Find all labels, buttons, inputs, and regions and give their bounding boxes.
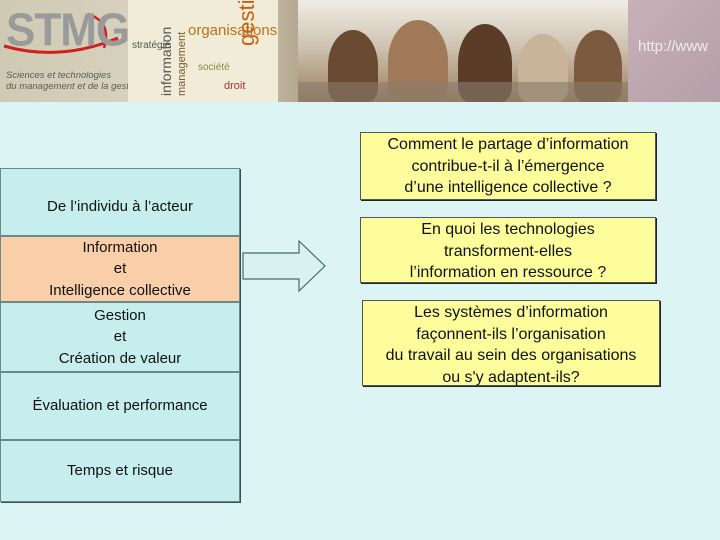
question-line: l’information en ressource ?	[361, 262, 655, 284]
tagline-line-1: Sciences et technologies	[6, 70, 142, 81]
question-line: Comment le partage d’information	[361, 134, 655, 156]
collage-word: stratégie	[132, 40, 170, 51]
collage-word: gestion	[234, 0, 260, 46]
collage-word: droit	[224, 80, 245, 92]
box-label-line: Création de valeur	[59, 348, 182, 370]
question-line: transforment-elles	[361, 241, 655, 263]
box-label-line: Intelligence collective	[49, 280, 191, 302]
question-note-3[interactable]: Les systèmes d’information façonnent-ils…	[362, 300, 660, 386]
tagline: Sciences et technologies du management e…	[6, 70, 142, 92]
logo: STMG	[6, 5, 129, 58]
question-line: du travail au sein des organisations	[363, 345, 659, 367]
question-line: d’une intelligence collective ?	[361, 177, 655, 199]
question-line: ou s'y adaptent-ils?	[363, 367, 659, 389]
box-label: De l’individu à l’acteur	[47, 196, 193, 218]
box-label-line: Gestion	[59, 305, 182, 327]
box-gestion-valeur[interactable]: Gestion et Création de valeur	[0, 302, 240, 372]
box-label-line: Information	[49, 237, 191, 259]
web-url-text: http://www	[638, 38, 708, 55]
question-note-1[interactable]: Comment le partage d’information contrib…	[360, 132, 656, 200]
box-temps-risque[interactable]: Temps et risque	[0, 440, 240, 502]
tagline-line-2: du management et de la gestion	[6, 81, 142, 92]
collage-word: société	[198, 62, 230, 73]
question-line: Les systèmes d’information	[363, 302, 659, 324]
question-line: façonnent-ils l’organisation	[363, 324, 659, 346]
box-label-line: et	[49, 258, 191, 280]
word-collage: organisations gestion information manage…	[128, 0, 278, 102]
students-photo	[298, 0, 628, 102]
collage-word: management	[176, 32, 188, 96]
box-label: Temps et risque	[67, 460, 173, 482]
box-information-intelligence[interactable]: Information et Intelligence collective	[0, 236, 240, 302]
web-image: http://www	[628, 0, 720, 102]
box-label: Évaluation et performance	[32, 395, 207, 417]
question-line: contribue-t-il à l’émergence	[361, 156, 655, 178]
box-individu-acteur[interactable]: De l’individu à l’acteur	[0, 168, 240, 236]
box-evaluation-performance[interactable]: Évaluation et performance	[0, 372, 240, 440]
box-label-line: et	[59, 326, 182, 348]
header-banner: STMG Sciences et technologies du managem…	[0, 0, 720, 102]
question-line: En quoi les technologies	[361, 219, 655, 241]
right-arrow-icon	[241, 237, 329, 297]
collage-word: organisations	[188, 22, 277, 39]
collage-word: information	[158, 27, 174, 96]
question-note-2[interactable]: En quoi les technologies transforment-el…	[360, 217, 656, 283]
